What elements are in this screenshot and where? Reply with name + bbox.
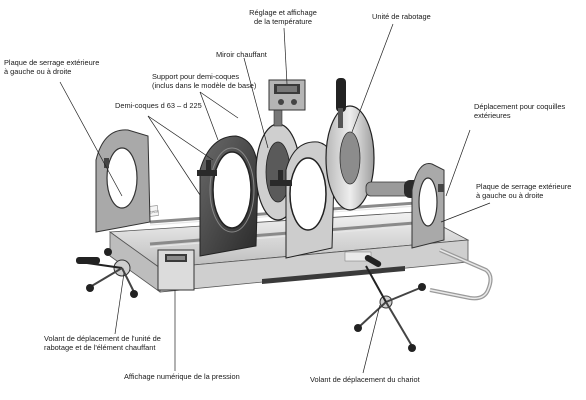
label-planing-unit: Unité de rabotage (372, 12, 431, 21)
leader-handwheel-planing (114, 272, 125, 335)
planing-handwheel (76, 257, 138, 298)
callout-leaders (59, 23, 491, 374)
label-handwheel-planing: Volant de déplacement de l'unité de rabo… (44, 334, 161, 352)
leader-planing-unit (351, 23, 394, 133)
label-heating-mirror: Miroir chauffant (216, 50, 267, 59)
half-shell-clamp-right (270, 141, 335, 259)
leader-carriage-wheel (362, 304, 381, 374)
leader-clamp-left (59, 81, 123, 197)
label-displacement-shells: Déplacement pour coquilles extérieures (474, 102, 566, 120)
leader-displacement-shells (445, 129, 471, 197)
label-half-shell-support: Support pour demi-coques (inclus dans le… (152, 72, 257, 90)
label-carriage-wheel: Volant de déplacement du chariot (310, 375, 420, 384)
carriage-handwheel (354, 255, 426, 352)
half-shell-clamp-left (197, 135, 259, 257)
temperature-control-box (268, 79, 306, 111)
leader-mirror (243, 57, 269, 149)
leader-half-shells-b (147, 115, 201, 196)
label-half-shells: Demi-coques d 63 – d 225 (115, 101, 202, 110)
leader-half-shells-a (147, 115, 214, 161)
pressure-display-box (157, 249, 195, 291)
left-outer-clamping-plate (95, 129, 151, 256)
leader-temperature (283, 27, 288, 85)
label-clamp-right: Plaque de serrage extérieure à gauche ou… (476, 182, 572, 200)
leader-support-b (199, 91, 239, 119)
label-pressure-display: Affichage numérique de la pression (124, 372, 240, 381)
label-temperature-control: Réglage et affichage de la température (249, 8, 317, 26)
leader-clamp-right (440, 202, 491, 223)
right-outer-clamping-plate (411, 163, 493, 301)
label-clamp-left: Plaque de serrage extérieure à gauche ou… (4, 58, 100, 76)
leader-support-a (199, 91, 219, 141)
